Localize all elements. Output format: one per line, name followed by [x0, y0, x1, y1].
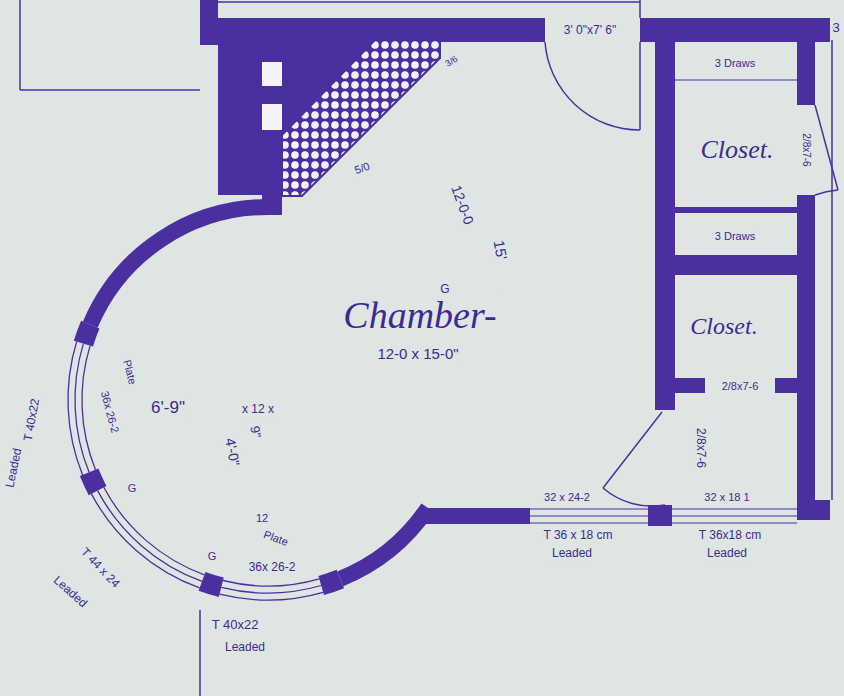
- dimension-label: 3/6: [443, 54, 461, 70]
- dimension-label: 15': [490, 238, 510, 262]
- bay-wall: [221, 586, 321, 594]
- dimension-label: T 44 x 24: [77, 545, 122, 591]
- dimension-label: 12-0 x 15-0": [376, 346, 459, 363]
- dimension-label: 2/8x7-6: [801, 132, 812, 167]
- dimension-label: 3' 0"x7' 6": [563, 24, 617, 37]
- dimension-label: G: [127, 482, 138, 494]
- dimension-label: 12: [255, 512, 269, 524]
- dimension-label: T 40x22: [211, 618, 260, 632]
- room-name: Closet.: [701, 136, 774, 165]
- dimension-label: 32 x 18 1: [703, 491, 750, 503]
- room-name: Chamber-: [342, 295, 497, 337]
- dimension-label: 32 x 24-2: [543, 491, 591, 503]
- bay-wall: [220, 592, 324, 600]
- dimension-label: 36x 26-2: [248, 561, 297, 574]
- dimension-label: Leaded: [706, 547, 748, 560]
- bay-wall: [104, 487, 205, 575]
- bay-wall: [90, 207, 268, 325]
- closet-room: Closet.: [685, 310, 762, 342]
- dimension-label: 2/8x7-6: [721, 380, 760, 392]
- dimension-label: T 36x18 cm: [698, 529, 762, 542]
- closet-room: Closet.: [696, 133, 779, 168]
- dimension-label: Plate: [261, 528, 291, 549]
- dimension-label: 4'-0": [222, 436, 242, 468]
- bay-wall: [82, 346, 96, 470]
- dimension-label: 3 Draws: [714, 230, 756, 242]
- bay-wall: [98, 491, 202, 582]
- dimension-label: 36x 26-2: [98, 389, 121, 435]
- dimension-label: 5/0: [352, 159, 372, 176]
- dimension-label: G: [207, 550, 218, 562]
- dimension-label: Leaded: [551, 547, 593, 560]
- bay-wall: [83, 325, 90, 344]
- bay-wall: [75, 344, 89, 473]
- dimension-label: Leaded: [50, 573, 90, 611]
- dimension-label: Plate: [121, 357, 140, 386]
- bay-wall: [89, 472, 98, 490]
- dimension-label: 9": [247, 424, 263, 440]
- dimension-label: 12-0-0: [448, 182, 477, 227]
- dimension-label: Leaded: [3, 446, 25, 490]
- dimension-label: Leaded: [224, 641, 266, 654]
- dimension-label: 2/8x7-6: [693, 427, 706, 469]
- bay-wall: [68, 342, 83, 475]
- room-name: Closet.: [690, 313, 757, 339]
- bay-wall: [223, 579, 319, 586]
- dimension-label: 3 Draws: [714, 57, 756, 69]
- dimension-label: 6'-9": [150, 399, 186, 418]
- bay-wall: [321, 579, 340, 586]
- dimension-label: x 12 x: [241, 403, 275, 416]
- bay-wall: [340, 508, 428, 579]
- dimension-label: T 40x22: [22, 397, 43, 444]
- dimension-label: 3: [831, 21, 840, 35]
- dimension-label: T 36 x 18 cm: [542, 529, 613, 542]
- bay-wall: [202, 581, 221, 587]
